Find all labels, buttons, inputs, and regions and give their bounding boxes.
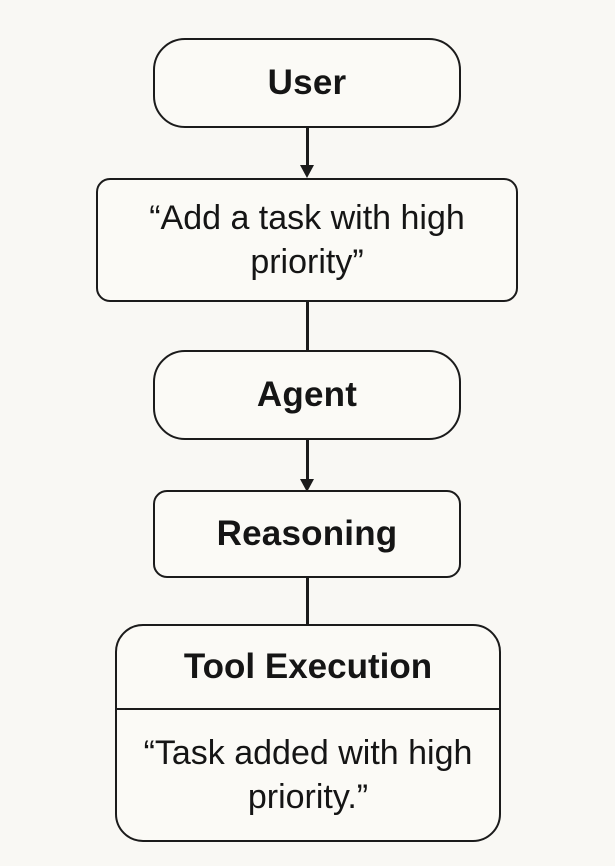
connector-request-to-agent: [306, 302, 309, 350]
tool-execution-result-label: “Task added with high priority.”: [143, 733, 473, 816]
user-node-label: User: [267, 63, 347, 102]
tool-execution-result: “Task added with high priority.”: [117, 710, 499, 839]
user-node: User: [153, 38, 461, 128]
request-node: “Add a task with high priority”: [96, 178, 518, 302]
tool-execution-node: Tool Execution “Task added with high pri…: [115, 624, 501, 842]
arrowhead-user-to-request: [300, 165, 314, 178]
connector-reasoning-to-tool: [306, 578, 309, 624]
reasoning-node-label: Reasoning: [216, 514, 398, 553]
agent-node: Agent: [153, 350, 461, 440]
arrow-agent-to-reasoning: [306, 440, 309, 482]
request-node-label: “Add a task with high priority”: [149, 199, 465, 281]
tool-execution-header: Tool Execution: [117, 626, 499, 710]
reasoning-node: Reasoning: [153, 490, 461, 578]
agent-node-label: Agent: [256, 375, 358, 414]
arrow-user-to-request: [306, 128, 309, 168]
arrowhead-agent-to-reasoning: [300, 479, 314, 492]
